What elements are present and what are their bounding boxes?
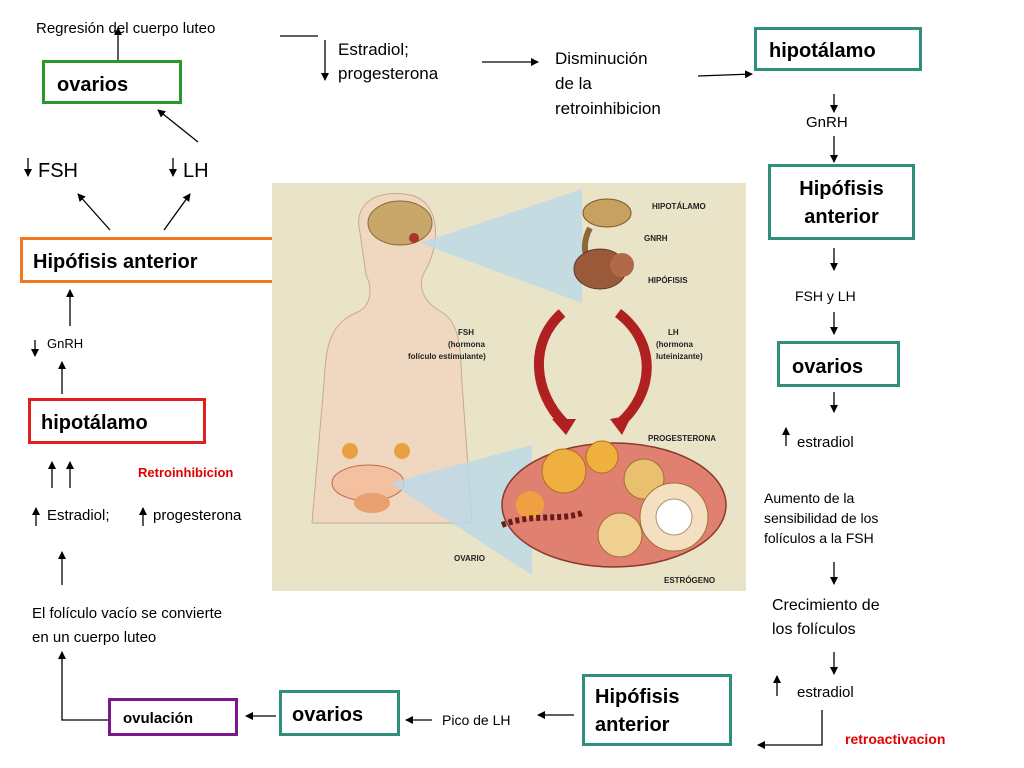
ill-lh: LH xyxy=(668,328,679,337)
foliculo-cuerpo-luteo: El folículo vacío se convierte en un cue… xyxy=(32,605,223,646)
ill-fsh-sub1: (hormona xyxy=(448,340,485,349)
ill-fsh-sub2: folículo estimulante) xyxy=(408,352,486,361)
hipotalamo-box-left: hipotálamo xyxy=(28,398,206,444)
ill-ovario: OVARIO xyxy=(454,554,485,563)
ovarios-box-bottom: ovarios xyxy=(279,690,400,736)
gnrh-label-left: GnRH xyxy=(47,336,84,351)
disminucion-retroinhibicion: Disminución de la retroinhibicion xyxy=(555,49,661,118)
reproductive-system-illustration: HIPOTÁLAMO GNRH HIPÓFISIS FSH (hormona f… xyxy=(272,183,746,591)
gnrh-label-right: GnRH xyxy=(806,114,848,131)
ill-progesterona: PROGESTERONA xyxy=(648,434,716,443)
arrow-to-ovarios-left xyxy=(157,109,199,143)
lh-label: LH xyxy=(183,160,209,182)
regresion-cuerpo-luteo: Regresión del cuerpo luteo xyxy=(36,20,216,37)
ill-hipofisis: HIPÓFISIS xyxy=(648,276,688,285)
hipotalamo-box-right: hipotálamo xyxy=(754,27,922,71)
hipofisis-anterior-box-right: Hipófisis anterior xyxy=(768,164,915,240)
ovulacion-box: ovulación xyxy=(108,698,238,736)
progesterona-left: progesterona xyxy=(153,507,242,524)
ill-lh-sub2: luteinizante) xyxy=(656,352,703,361)
arrow-hipofisis-to-fsh xyxy=(77,193,111,231)
estradiol-left: Estradiol; xyxy=(47,507,110,524)
arrow-ovulacion-to-foliculo xyxy=(58,651,108,721)
ill-lh-sub1: (hormona xyxy=(656,340,693,349)
arrow-to-hipotalamo-right xyxy=(697,70,753,79)
crecimiento-foliculos: Crecimiento de los folículos xyxy=(772,597,880,638)
fsh-label: FSH xyxy=(38,160,78,182)
pico-de-lh: Pico de LH xyxy=(442,712,511,728)
ill-hipotalamo: HIPOTÁLAMO xyxy=(652,202,706,211)
arrow-retroactivacion xyxy=(757,710,823,749)
fsh-y-lh-label: FSH y LH xyxy=(795,288,856,304)
aumento-sensibilidad: Aumento de la sensibilidad de los folícu… xyxy=(764,490,879,546)
hipofisis-anterior-box-left: Hipófisis anterior xyxy=(20,237,312,283)
ill-estrogeno: ESTRÓGENO xyxy=(664,576,715,585)
estradiol-right: estradiol xyxy=(797,434,854,451)
ill-gnrh: GNRH xyxy=(644,234,668,243)
ovarios-box-right: ovarios xyxy=(777,341,900,387)
ill-fsh: FSH xyxy=(458,328,474,337)
hipofisis-anterior-box-bottom: Hipófisis anterior xyxy=(582,674,732,746)
retroinhibicion-label: Retroinhibicion xyxy=(138,465,234,480)
estradiol-progesterona-text: Estradiol; progesterona xyxy=(338,40,439,83)
retroactivacion-label: retroactivacion xyxy=(845,731,946,747)
ovarios-box-left: ovarios xyxy=(42,60,182,104)
arrow-hipofisis-to-lh xyxy=(163,193,191,231)
estradiol-right-2: estradiol xyxy=(797,684,854,701)
